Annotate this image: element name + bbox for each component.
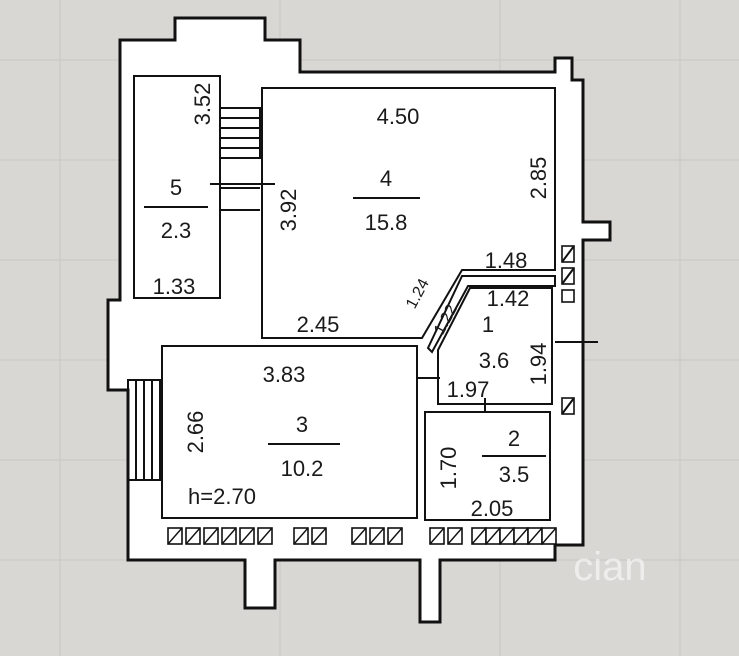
- room-3-width: 3.83: [263, 362, 306, 387]
- room-4-bottom: 2.45: [297, 312, 340, 337]
- window-cell-hatch: [311, 527, 327, 545]
- room-3-number: 3: [296, 412, 308, 437]
- room-1-area: 3.6: [479, 348, 510, 373]
- room-3-labels: 3.83 3 10.2 2.66 h=2.70: [183, 362, 340, 509]
- window-cell-hatch: [513, 527, 529, 545]
- window-cell-hatch: [527, 527, 543, 545]
- right-window-cells: [561, 245, 575, 415]
- corridor-top: 1.48: [485, 248, 528, 273]
- room-3-outline: [161, 345, 418, 519]
- window-cell-hatch: [429, 527, 445, 545]
- window-cell-hatch: [471, 527, 487, 545]
- window-cell-hatch: [351, 527, 367, 545]
- window-cell-hatch: [293, 527, 309, 545]
- room-1-depth: 1.94: [526, 343, 551, 386]
- room-3-area: 10.2: [281, 456, 324, 481]
- window-cell-hatch: [257, 527, 273, 545]
- room-2-outline: [424, 411, 551, 521]
- corridor-outline: [426, 275, 556, 354]
- room-5-height: 3.52: [190, 83, 215, 126]
- window-cell-hatch: [447, 527, 463, 545]
- watermark: cian: [573, 545, 646, 589]
- room-5-number: 5: [170, 175, 182, 200]
- stairs-lower: [127, 379, 161, 481]
- window-cell-hatch: [369, 527, 385, 545]
- room-4-labels: 4.50 4 15.8 3.92 2.85 2.45: [276, 104, 551, 337]
- room-4-width: 4.50: [377, 104, 420, 129]
- stairs-upper: [219, 107, 261, 159]
- room-3-ceiling: h=2.70: [188, 484, 256, 509]
- room-2-labels: 2 3.5 1.70 2.05: [436, 426, 546, 521]
- room-5-labels: 3.52 5 2.3 1.33: [144, 83, 215, 299]
- bottom-window-cells: [167, 527, 557, 545]
- room-4-side: 2.85: [526, 157, 551, 200]
- window-cell-hatch: [499, 527, 515, 545]
- room-2-number: 2: [508, 426, 520, 451]
- room-2-height: 1.70: [436, 447, 461, 490]
- room-5-outline: [133, 75, 221, 299]
- room-2-width: 2.05: [471, 496, 514, 521]
- window-cell-hatch: [185, 527, 201, 545]
- room-5-area: 2.3: [161, 218, 192, 243]
- room-3-height: 2.66: [183, 411, 208, 454]
- room-5-width: 1.33: [153, 274, 196, 299]
- room-4-outline: [261, 87, 556, 339]
- room-4-number: 4: [380, 166, 392, 191]
- room-1-number: 1: [482, 312, 494, 337]
- window-cell-hatch: [387, 527, 403, 545]
- room-2-area: 3.5: [499, 462, 530, 487]
- room-1-outline: [437, 287, 553, 405]
- room-4-height: 3.92: [276, 189, 301, 232]
- window-cell-hatch: [203, 527, 219, 545]
- room-1-bottom: 1.97: [447, 377, 490, 402]
- room-1-width: 1.42: [487, 286, 530, 311]
- room-4-area: 15.8: [365, 210, 408, 235]
- window-cell-hatch: [485, 527, 501, 545]
- room-1-labels: 1.42 1 3.6 1.94 1.97: [447, 286, 551, 402]
- window-cell-hatch: [541, 527, 557, 545]
- window-cell-hatch: [221, 527, 237, 545]
- window-cell-hatch: [239, 527, 255, 545]
- window-cell-hatch: [167, 527, 183, 545]
